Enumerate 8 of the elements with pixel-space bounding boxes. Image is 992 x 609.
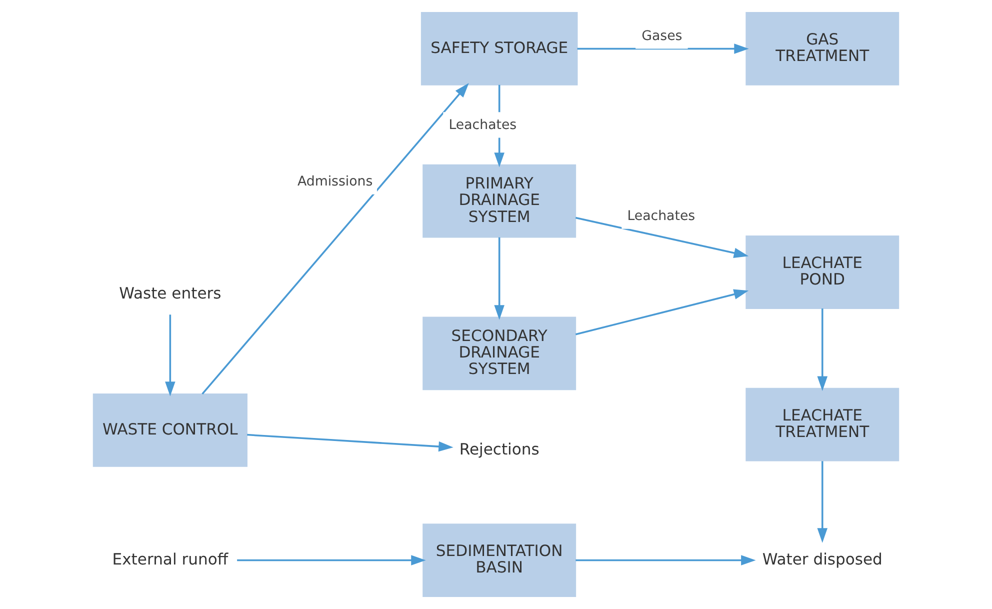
node-text: Waste enters [119, 284, 222, 303]
edge-label: Leachates [448, 118, 517, 133]
node-text: Water disposed [762, 550, 882, 568]
edge-label: Leachates [627, 209, 696, 224]
edge-label: Admissions [298, 174, 373, 190]
node-text: Rejections [459, 440, 540, 458]
edge-label: Gases [642, 28, 682, 44]
node-text: External runoff [112, 550, 228, 568]
